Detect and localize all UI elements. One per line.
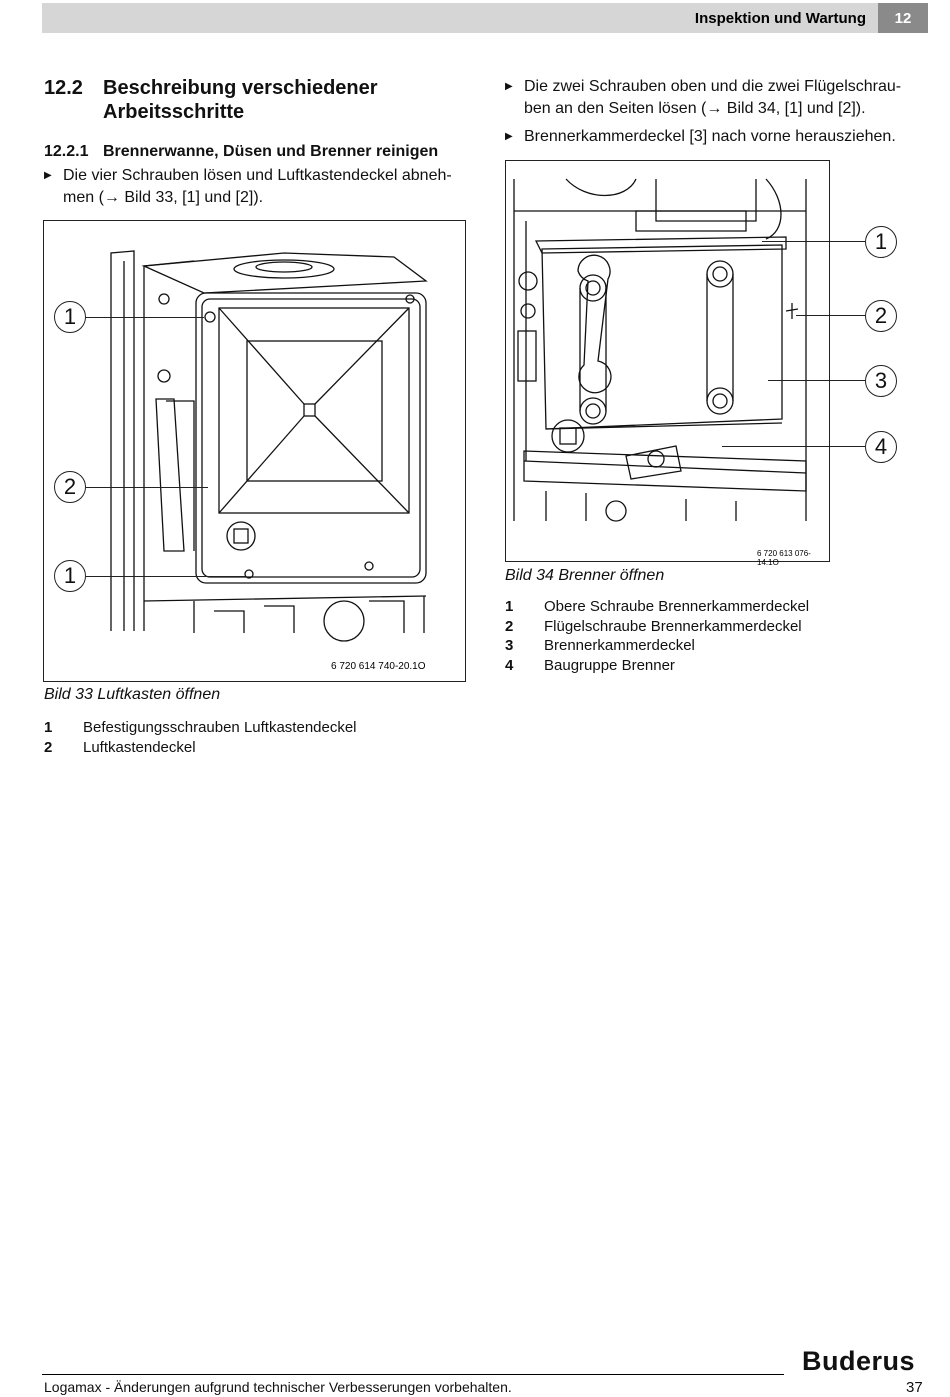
bullet-icon: ▶ bbox=[44, 170, 52, 181]
legend-item: 3 Brennerkammerdeckel bbox=[505, 636, 925, 656]
legend-item: 2 Flügelschraube Brennerkammerdeckel bbox=[505, 617, 925, 637]
footer-divider bbox=[42, 1374, 784, 1375]
legend-item: 1 Obere Schraube Brennerkammerdeckel bbox=[505, 597, 925, 617]
subsection-number: 12.2.1 bbox=[44, 143, 89, 160]
legend-text: Obere Schraube Brennerkammerdeckel bbox=[544, 598, 810, 615]
legend-text: Luftkastendeckel bbox=[83, 738, 196, 756]
bullet-icon: ▶ bbox=[505, 131, 513, 142]
legend-number: 1 bbox=[505, 598, 514, 615]
step-text: Brennerkammerdeckel [3] nach vorne herau… bbox=[524, 128, 896, 145]
callout-leader bbox=[796, 315, 865, 316]
subsection-title: Brennerwanne, Düsen und Brenner reinigen bbox=[103, 143, 439, 160]
section-title: Beschreibung verschiedener Arbeitsschrit… bbox=[103, 77, 378, 123]
callout-leader bbox=[86, 487, 208, 488]
figure-caption: Bild 34 Brenner öffnen bbox=[505, 567, 665, 584]
header-title: Inspektion und Wartung bbox=[694, 10, 866, 27]
figure-legend: 1 Befestigungsschrauben Luftkastendeckel… bbox=[44, 718, 464, 757]
chapter-number: 12 bbox=[878, 3, 928, 33]
step-text: Die vier Schrauben lösen und Luftkastend… bbox=[63, 165, 452, 209]
legend-item: 1 Befestigungsschrauben Luftkastendeckel bbox=[44, 718, 464, 738]
subsection-heading: 12.2.1 Brennerwanne, Düsen und Brenner re… bbox=[44, 143, 438, 161]
callout-leader bbox=[762, 241, 865, 242]
legend-number: 4 bbox=[505, 656, 514, 674]
callout-leader bbox=[768, 380, 865, 381]
callout-2: 2 bbox=[865, 300, 897, 332]
callout-leader bbox=[86, 317, 204, 318]
legend-item: 2 Luftkastendeckel bbox=[44, 738, 464, 758]
legend-number: 2 bbox=[44, 738, 53, 756]
legend-text: Baugruppe Brenner bbox=[544, 656, 675, 674]
page-header: Inspektion und Wartung 12 bbox=[42, 3, 928, 33]
callout-1: 1 bbox=[54, 560, 86, 592]
figure-reference: 6 720 613 076-14.1O bbox=[757, 549, 811, 567]
figure-caption: Bild 33 Luftkasten öffnen bbox=[44, 686, 221, 703]
boiler-drawing bbox=[110, 250, 428, 642]
brand-logo: Buderus bbox=[802, 1346, 916, 1376]
callout-2: 2 bbox=[54, 471, 86, 503]
legend-text: Befestigungsschrauben Luftkastendeckel bbox=[83, 719, 357, 736]
figure-34: 6 720 613 076-14.1O bbox=[505, 160, 830, 567]
footer-text: Logamax - Änderungen aufgrund technische… bbox=[44, 1379, 512, 1395]
figure-reference: 6 720 614 740-20.1O bbox=[331, 661, 426, 672]
step-line: men (→ Bild 33, [1] und [2]). bbox=[63, 189, 264, 206]
instruction-step: ▶ Die vier Schrauben lösen und Luftkaste… bbox=[44, 165, 474, 211]
step-line: Die vier Schrauben lösen und Luftkastend… bbox=[63, 167, 452, 184]
legend-number: 2 bbox=[505, 617, 514, 635]
figure-legend: 1 Obere Schraube Brennerkammerdeckel 2 F… bbox=[505, 597, 925, 675]
section-number: 12.2 bbox=[44, 77, 83, 99]
legend-number: 3 bbox=[505, 637, 514, 654]
instruction-step: ▶ Brennerkammerdeckel [3] nach vorne her… bbox=[505, 126, 935, 150]
step-line: Die zwei Schrauben oben und die zwei Flü… bbox=[524, 78, 902, 95]
callout-4: 4 bbox=[865, 431, 897, 463]
page-number: 37 bbox=[906, 1379, 923, 1396]
figure-33: 6 720 614 740-20.1O bbox=[43, 220, 466, 682]
callout-1: 1 bbox=[865, 226, 897, 258]
legend-text: Flügelschraube Brennerkammerdeckel bbox=[544, 617, 802, 635]
callout-leader bbox=[86, 576, 245, 577]
legend-number: 1 bbox=[44, 719, 53, 736]
step-text: Die zwei Schrauben oben und die zwei Flü… bbox=[524, 76, 901, 120]
callout-3: 3 bbox=[865, 365, 897, 397]
bullet-icon: ▶ bbox=[505, 81, 513, 92]
legend-item: 4 Baugruppe Brenner bbox=[505, 656, 925, 676]
instruction-step: ▶ Die zwei Schrauben oben und die zwei F… bbox=[505, 76, 935, 122]
burner-drawing bbox=[513, 178, 807, 522]
callout-1: 1 bbox=[54, 301, 86, 333]
callout-leader bbox=[722, 446, 865, 447]
step-line: ben an den Seiten lösen (→ Bild 34, [1] … bbox=[524, 100, 866, 117]
legend-text: Brennerkammerdeckel bbox=[544, 637, 695, 654]
